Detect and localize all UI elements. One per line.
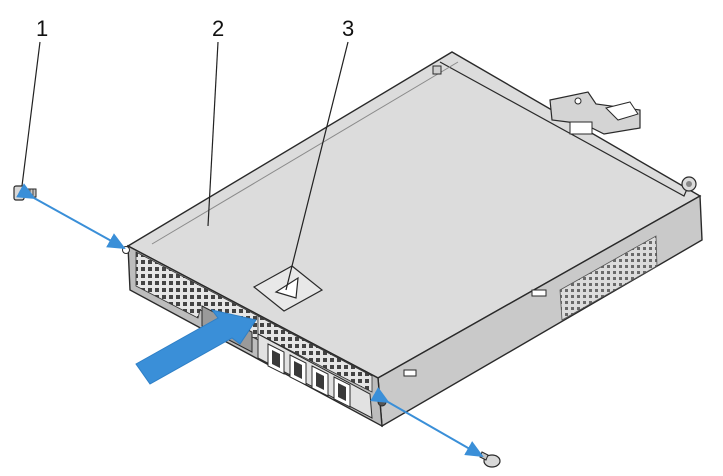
leader-2 [207, 41, 219, 227]
screw-direction-arrows [16, 183, 484, 457]
pull-arrow-icon [135, 309, 257, 385]
side-slot [531, 289, 547, 297]
side-vent-grid [559, 235, 658, 321]
screw-icon [479, 451, 501, 468]
screw-icon [13, 185, 37, 201]
release-button-icon [252, 265, 324, 312]
arrow-screw-left [16, 183, 126, 249]
cover-notch [432, 65, 442, 75]
rear-bracket [549, 91, 697, 192]
screw-hole-right [377, 397, 387, 407]
front-connector-bay [257, 333, 373, 419]
leader-1 [21, 41, 41, 187]
side-slot-lower [403, 369, 417, 377]
callout-number-1: 1 [36, 16, 48, 41]
arrow-screw-right [370, 387, 484, 457]
callout-number-2: 2 [212, 16, 224, 41]
cover-edge-line [151, 61, 459, 245]
callout-leaders [21, 41, 349, 291]
power-supply-chassis [122, 51, 703, 428]
leader-3 [285, 41, 349, 291]
callout-number-3: 3 [342, 16, 354, 41]
